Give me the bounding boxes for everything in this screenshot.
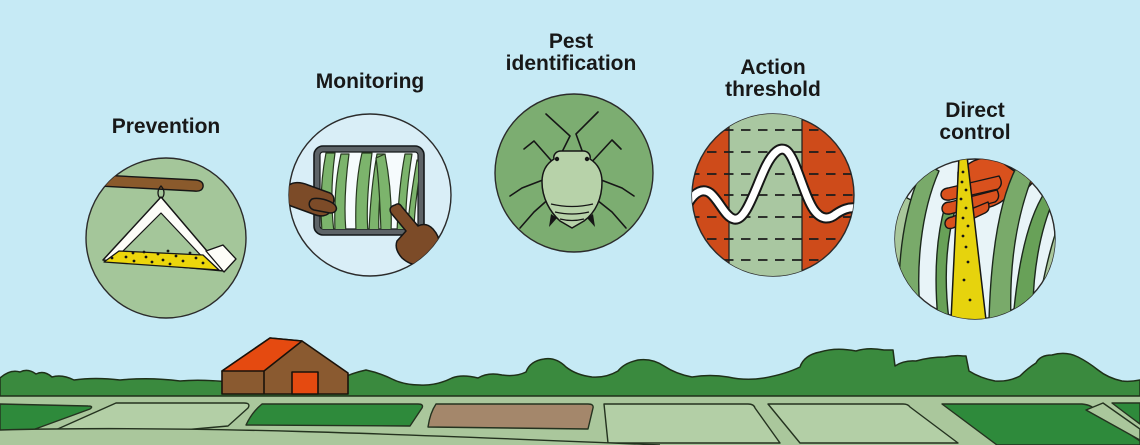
threshold-curve [692, 143, 854, 225]
screen-crop-photo [320, 152, 418, 229]
barn [221, 337, 349, 395]
field-dark-corner [1111, 402, 1140, 425]
field-sage-mid-2 [767, 403, 959, 444]
aphid-eyes [554, 156, 590, 162]
field-dark-mid [245, 403, 424, 427]
barn-door [291, 371, 319, 395]
step-label-action-threshold: Action threshold [663, 57, 883, 101]
barn-roof [221, 337, 303, 372]
step-circle-monitoring [288, 113, 452, 277]
field-sage-mid-1 [603, 403, 781, 444]
hedgerow [0, 347, 1140, 397]
step-label-pest-identification: Pest identification [461, 31, 681, 75]
trap-glue-board [103, 250, 220, 271]
step-label-line: control [939, 121, 1011, 144]
step-label-line: identification [505, 52, 637, 75]
step-circle-pest-identification [494, 93, 654, 253]
step-label-line: Action [740, 56, 806, 79]
step-label-monitoring: Monitoring [260, 71, 480, 93]
step-label-prevention: Prevention [56, 116, 276, 138]
step-circle-action-threshold [691, 113, 855, 277]
step-label-line: Prevention [111, 115, 221, 138]
foreground-path-edge [0, 427, 661, 445]
step-label-line: Direct [945, 99, 1005, 122]
step-label-line: Monitoring [315, 70, 425, 93]
step-label-line: Pest [548, 30, 594, 53]
foreground-path [0, 428, 660, 445]
threshold-safe-band [728, 114, 803, 276]
landscape [0, 337, 1140, 445]
yellow-sticky-strip [950, 159, 987, 319]
aphid-antennae [545, 111, 599, 157]
step-circle-direct-control [894, 158, 1056, 320]
left-thumb [308, 197, 338, 214]
field-brown [427, 403, 594, 430]
trap-end-flap [205, 244, 237, 273]
aphid-body [541, 150, 603, 229]
aphid-cornicles [549, 214, 595, 227]
step-label-line: threshold [725, 78, 821, 101]
trapped-insect-dots [110, 249, 205, 266]
step-circle-prevention [85, 157, 247, 319]
trap-branch [98, 174, 204, 192]
step-label-direct-control: Direct control [865, 100, 1085, 144]
field-path-diagonal [1085, 402, 1140, 441]
left-hand [289, 181, 338, 217]
aphid-abdomen-lines [550, 203, 594, 222]
strip-insect-dots [959, 170, 972, 302]
